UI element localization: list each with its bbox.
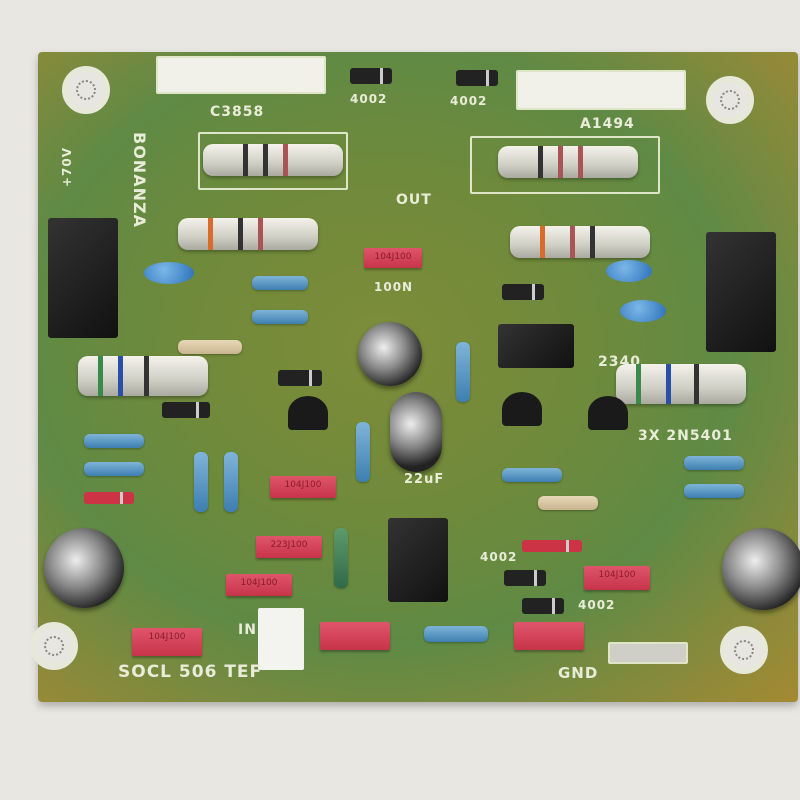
- resistor-outline: [198, 132, 348, 190]
- resistor: [252, 310, 308, 324]
- power-resistor: [498, 146, 638, 178]
- electrolytic-capacitor: [722, 528, 800, 610]
- label-a1494: A1494: [580, 116, 635, 132]
- label-4002: 4002: [350, 92, 388, 106]
- resistor: [356, 422, 370, 482]
- label-100n: 100N: [374, 280, 414, 294]
- resistor: [502, 468, 562, 482]
- mounting-hole: [720, 626, 768, 674]
- ceramic-capacitor: [620, 300, 666, 322]
- power-resistor: [616, 364, 746, 404]
- label-out: OUT: [396, 192, 432, 208]
- diode: [522, 598, 564, 614]
- transistor: [288, 396, 328, 430]
- mounting-hole: [62, 66, 110, 114]
- film-capacitor: 104J100: [364, 248, 422, 268]
- power-resistor: [78, 356, 208, 396]
- power-resistor: [178, 218, 318, 250]
- resistor: [84, 462, 144, 476]
- label-4002: 4002: [578, 598, 616, 612]
- resistor: [224, 452, 238, 512]
- electrolytic-capacitor: [390, 392, 442, 472]
- resistor: [194, 452, 208, 512]
- a1494-header: [516, 70, 686, 110]
- transistor: [588, 396, 628, 430]
- diode: [278, 370, 322, 386]
- transistor: [502, 392, 542, 426]
- diode: [350, 68, 392, 84]
- label-in: IN: [238, 622, 257, 638]
- label-2n5401: 3X 2N5401: [638, 428, 733, 444]
- label-model: SOCL 506 TEF: [118, 662, 263, 682]
- label-gnd: GND: [558, 664, 599, 682]
- label-4002: 4002: [480, 550, 518, 564]
- film-capacitor: 104J100: [226, 574, 292, 596]
- ceramic-capacitor: [606, 260, 652, 282]
- input-connector: [258, 608, 304, 670]
- resistor: [684, 484, 744, 498]
- resistor: [456, 342, 470, 402]
- diode: [456, 70, 498, 86]
- film-capacitor: 104J100: [584, 566, 650, 590]
- power-transistor: [706, 232, 776, 352]
- resistor: [84, 434, 144, 448]
- electrolytic-capacitor: [358, 322, 422, 386]
- resistor: [684, 456, 744, 470]
- zener-diode: [522, 540, 582, 552]
- mounting-hole: [706, 76, 754, 124]
- film-capacitor: 104J100: [132, 628, 202, 656]
- film-capacitor: [320, 622, 390, 650]
- diode: [502, 284, 544, 300]
- driver-transistor: [498, 324, 574, 368]
- resistor: [252, 276, 308, 290]
- film-capacitor: 104J100: [270, 476, 336, 498]
- ground-terminal: [608, 642, 688, 664]
- power-transistor: [48, 218, 118, 338]
- label-brand: BONANZA: [130, 132, 149, 228]
- zener-diode: [84, 492, 134, 504]
- resistor: [424, 626, 488, 642]
- film-capacitor: [514, 622, 584, 650]
- mounting-hole: [30, 622, 78, 670]
- pcb-board: C3858 A1494 4002 4002 BONANZA +70V OUT 1…: [30, 52, 800, 702]
- power-resistor: [510, 226, 650, 258]
- resistor: [334, 528, 348, 588]
- c3858-header: [156, 56, 326, 94]
- label-vplus: +70V: [60, 147, 74, 188]
- power-resistor: [203, 144, 343, 176]
- film-capacitor: 223J100: [256, 536, 322, 558]
- resistor-outline: [470, 136, 660, 194]
- label-22uf: 22uF: [404, 472, 445, 487]
- diode: [504, 570, 546, 586]
- resistor: [538, 496, 598, 510]
- label-c3858: C3858: [210, 104, 265, 120]
- op-amp-ic: [388, 518, 448, 602]
- electrolytic-capacitor: [44, 528, 124, 608]
- resistor: [178, 340, 242, 354]
- diode: [162, 402, 210, 418]
- ceramic-capacitor: [144, 262, 194, 284]
- label-4002: 4002: [450, 94, 488, 108]
